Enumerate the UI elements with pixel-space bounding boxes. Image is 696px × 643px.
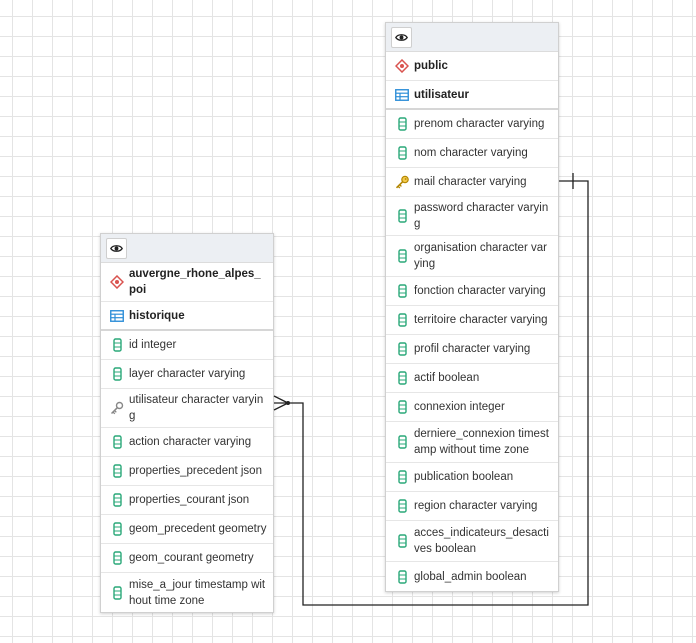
column-row[interactable]: actif boolean <box>386 364 558 393</box>
entity-utilisateur[interactable]: public utilisateur prenom character vary… <box>385 22 559 592</box>
column-row[interactable]: territoire character varying <box>386 306 558 335</box>
column-icon <box>394 533 410 549</box>
column-icon <box>109 463 125 479</box>
eye-icon[interactable] <box>391 27 412 48</box>
column-row[interactable]: global_admin boolean <box>386 562 558 591</box>
column-row[interactable]: password character varying <box>386 197 558 236</box>
column-name: mail character varying <box>414 176 527 188</box>
column-icon <box>394 469 410 485</box>
column-icon <box>394 434 410 450</box>
column-icon <box>394 341 410 357</box>
column-icon <box>109 585 125 601</box>
eye-icon[interactable] <box>106 238 127 259</box>
schema-row: public <box>386 52 558 81</box>
column-row[interactable]: geom_precedent geometry <box>101 515 273 544</box>
column-icon <box>394 370 410 386</box>
column-name: mise_a_jour timestamp without time zone <box>129 578 266 607</box>
schema-row: auvergne_rhone_alpes_poi <box>101 263 273 302</box>
column-name: id integer <box>129 339 177 351</box>
table-row: utilisateur <box>386 81 558 110</box>
column-name: properties_precedent json <box>129 465 262 477</box>
table-row: historique <box>101 302 273 331</box>
table-name: utilisateur <box>414 88 469 101</box>
column-row[interactable]: properties_courant json <box>101 486 273 515</box>
column-name: geom_courant geometry <box>129 552 254 564</box>
table-icon <box>394 87 410 103</box>
column-name: organisation character varying <box>414 242 547 270</box>
column-row[interactable]: id integer <box>101 331 273 360</box>
column-name: fonction character varying <box>414 285 546 297</box>
column-icon <box>109 550 125 566</box>
column-name: connexion integer <box>414 401 505 413</box>
column-row[interactable]: utilisateur character varying <box>101 389 273 428</box>
column-name: geom_precedent geometry <box>129 523 267 535</box>
crow-foot-joint <box>286 401 290 405</box>
column-row[interactable]: mail character varying <box>386 168 558 197</box>
column-name: global_admin boolean <box>414 570 527 583</box>
schema-name: auvergne_rhone_alpes_poi <box>129 268 261 296</box>
column-name: nom character varying <box>414 147 528 159</box>
crow-foot-lower <box>273 402 289 411</box>
column-row[interactable]: publication boolean <box>386 463 558 492</box>
primary-key-icon <box>394 174 410 190</box>
column-icon <box>109 521 125 537</box>
column-icon <box>394 116 410 132</box>
column-icon <box>394 283 410 299</box>
column-name: password character varying <box>414 202 549 230</box>
column-row[interactable]: prenom character varying <box>386 110 558 139</box>
crow-foot-upper <box>273 395 289 404</box>
column-row[interactable]: acces_indicateurs_desactives boolean <box>386 521 558 562</box>
column-icon <box>394 312 410 328</box>
entity-historique[interactable]: auvergne_rhone_alpes_poi historique id i… <box>100 233 274 613</box>
column-name: layer character varying <box>129 368 246 380</box>
column-icon <box>394 248 410 264</box>
column-icon <box>394 498 410 514</box>
column-row[interactable]: connexion integer <box>386 393 558 422</box>
column-row[interactable]: fonction character varying <box>386 277 558 306</box>
column-icon <box>394 569 410 585</box>
schema-icon <box>109 274 125 290</box>
column-icon <box>109 492 125 508</box>
column-row[interactable]: region character varying <box>386 492 558 521</box>
column-icon <box>109 366 125 382</box>
column-row[interactable]: derniere_connexion timestamp without tim… <box>386 422 558 463</box>
column-row[interactable]: nom character varying <box>386 139 558 168</box>
column-name: territoire character varying <box>414 314 548 326</box>
column-icon <box>394 208 410 224</box>
entity-header <box>101 234 273 263</box>
column-name: profil character varying <box>414 343 531 355</box>
column-row[interactable]: mise_a_jour timestamp without time zone <box>101 573 273 612</box>
column-name: prenom character varying <box>414 118 545 130</box>
column-name: derniere_connexion timestamp without tim… <box>414 428 549 456</box>
column-name: region character varying <box>414 500 538 512</box>
column-name: action character varying <box>129 436 252 448</box>
column-name: acces_indicateurs_desactives boolean <box>414 527 549 555</box>
column-row[interactable]: organisation character varying <box>386 236 558 277</box>
column-icon <box>109 337 125 353</box>
column-name: publication boolean <box>414 471 514 483</box>
table-icon <box>109 308 125 324</box>
schema-icon <box>394 58 410 74</box>
column-icon <box>394 399 410 415</box>
schema-name: public <box>414 60 448 72</box>
column-row[interactable]: layer character varying <box>101 360 273 389</box>
column-name: utilisateur character varying <box>129 394 264 422</box>
column-icon <box>394 145 410 161</box>
table-name: historique <box>129 309 185 322</box>
column-name: actif boolean <box>414 372 480 384</box>
entity-header <box>386 23 558 52</box>
column-row[interactable]: geom_courant geometry <box>101 544 273 573</box>
column-row[interactable]: profil character varying <box>386 335 558 364</box>
column-icon <box>109 434 125 450</box>
column-row[interactable]: properties_precedent json <box>101 457 273 486</box>
foreign-key-icon <box>109 400 125 416</box>
column-row[interactable]: action character varying <box>101 428 273 457</box>
column-name: properties_courant json <box>129 494 250 506</box>
